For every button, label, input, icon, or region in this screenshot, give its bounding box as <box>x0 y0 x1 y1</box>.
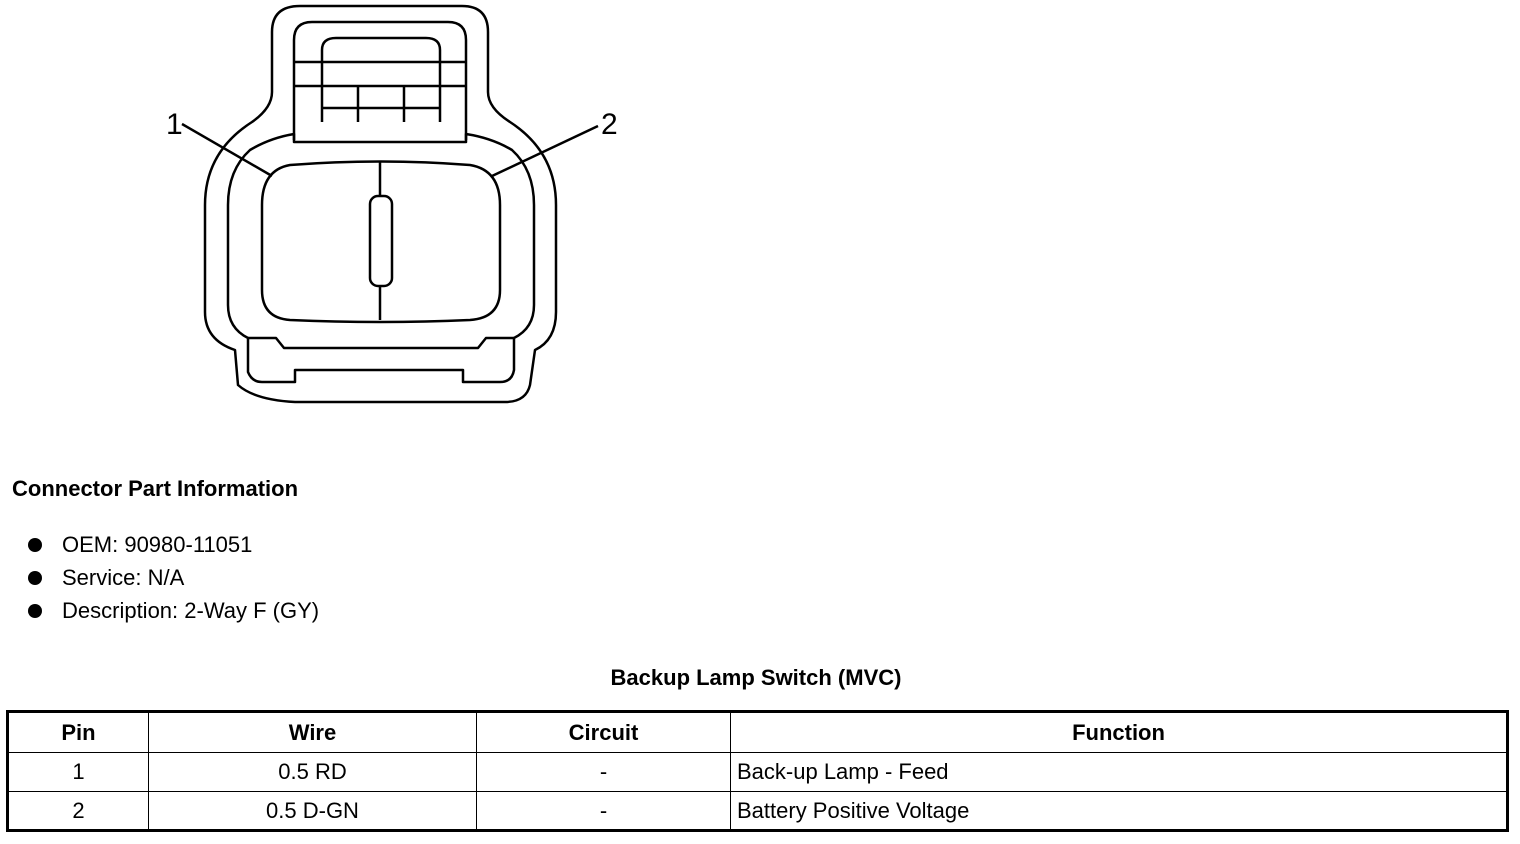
cell-function: Back-up Lamp - Feed <box>730 752 1508 792</box>
latch-window <box>320 36 442 122</box>
table-row: 1 0.5 RD - Back-up Lamp - Feed <box>7 752 1508 792</box>
info-service: Service: N/A <box>62 565 185 590</box>
table-header-row: Pin Wire Circuit Function <box>7 711 1508 753</box>
bullet-icon <box>28 570 42 585</box>
cell-pin: 1 <box>7 752 149 792</box>
connector-housing-outer <box>203 4 558 404</box>
terminal-cavity <box>260 160 502 324</box>
pin-2-label: 2 <box>601 108 618 141</box>
pin-1-leader <box>181 122 273 178</box>
pin-2-leader <box>491 124 599 178</box>
header-function: Function <box>730 711 1508 753</box>
list-item: Service: N/A <box>28 561 319 594</box>
cell-circuit: - <box>476 791 731 831</box>
bullet-icon <box>28 537 42 552</box>
info-description: Description: 2-Way F (GY) <box>62 598 320 623</box>
latch-tabs <box>248 336 514 350</box>
header-wire: Wire <box>148 711 477 753</box>
connector-housing-inner <box>226 132 536 384</box>
table-title: Backup Lamp Switch (MVC) <box>610 665 902 690</box>
cell-function: Battery Positive Voltage <box>730 791 1508 831</box>
table-row: 2 0.5 D-GN - Battery Positive Voltage <box>7 791 1508 831</box>
connector-face-diagram: 1 2 <box>166 4 618 404</box>
list-item: Description: 2-Way F (GY) <box>28 594 319 627</box>
cell-pin: 2 <box>7 791 149 831</box>
header-circuit: Circuit <box>476 711 731 753</box>
cell-circuit: - <box>476 752 731 792</box>
connector-info-list: OEM: 90980-11051 Service: N/A Descriptio… <box>28 528 319 627</box>
header-pin: Pin <box>7 711 149 753</box>
center-key <box>368 194 394 288</box>
pin-table: Pin Wire Circuit Function 1 0.5 RD - Bac… <box>6 710 1509 832</box>
bullet-icon <box>28 603 42 618</box>
cell-wire: 0.5 D-GN <box>148 791 477 831</box>
list-item: OEM: 90980-11051 <box>28 528 319 561</box>
cell-wire: 0.5 RD <box>148 752 477 792</box>
info-oem: OEM: 90980-11051 <box>62 532 253 557</box>
latch-block <box>292 20 468 144</box>
pin-1-label: 1 <box>166 108 183 141</box>
connector-info-heading: Connector Part Information <box>12 476 299 501</box>
